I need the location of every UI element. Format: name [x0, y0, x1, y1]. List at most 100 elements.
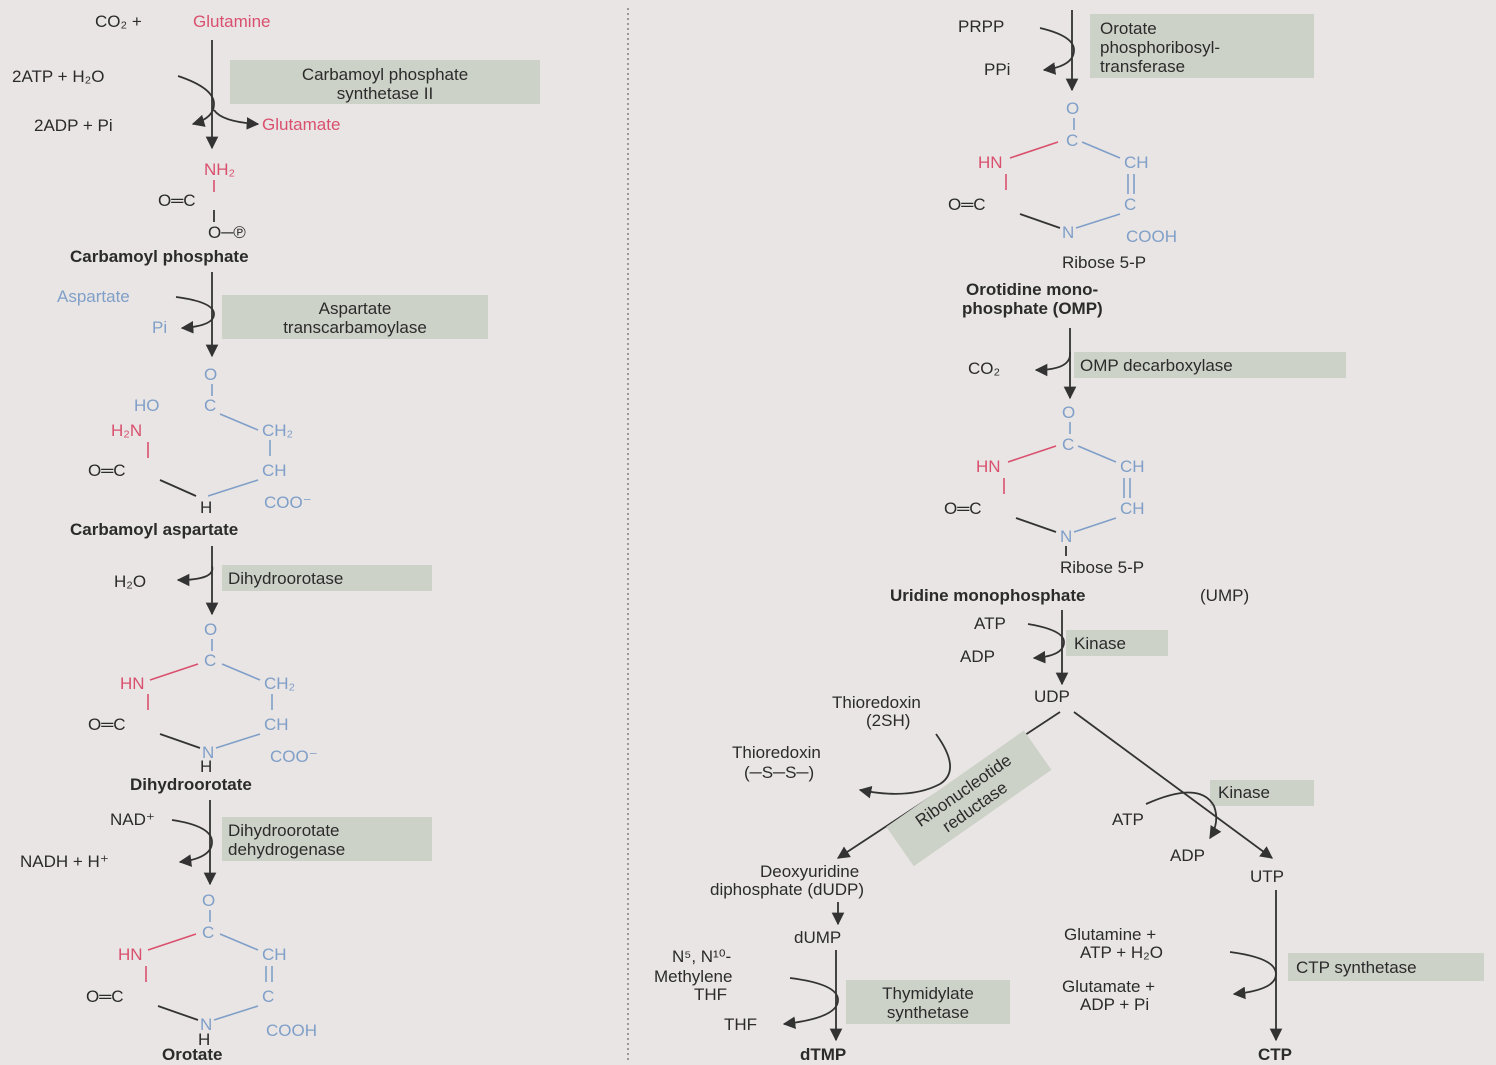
utp-label: UTP — [1250, 867, 1284, 886]
atom-label: O — [1062, 403, 1075, 422]
step-dihydroorotase: Dihydroorotase H₂O — [114, 546, 432, 616]
atom-label: N — [1062, 223, 1074, 242]
side-arrow — [1039, 27, 1075, 75]
carbamoyl-phosphate-structure: NH₂ O═C O─℗ Carbamoyl phosphate — [70, 160, 249, 266]
atom-label: COO⁻ — [264, 493, 312, 512]
atom-label: HN — [978, 153, 1003, 172]
atom-label: CH — [262, 945, 287, 964]
atom-label: HN — [120, 674, 145, 693]
atom-label: Ribose 5-P — [1062, 253, 1146, 272]
side-arrow — [177, 75, 215, 127]
side-arrow — [1027, 623, 1065, 664]
atom-label: O — [202, 891, 215, 910]
atom-label: N — [1060, 527, 1072, 546]
enzyme-name: synthetase II — [337, 84, 433, 103]
enzyme-box — [222, 817, 432, 861]
bond — [1077, 445, 1117, 463]
co2-label: CO₂ + — [95, 12, 142, 31]
thioredoxin-ox: (─S─S─) — [744, 763, 814, 782]
side-arrow — [858, 733, 951, 799]
enzyme-name: phosphoribosyl- — [1100, 38, 1220, 57]
side-arrow — [175, 296, 215, 334]
atom-label: CH — [1124, 153, 1149, 172]
atom-label: CH — [264, 715, 289, 734]
atom-label: O — [204, 365, 217, 384]
bond — [219, 933, 259, 951]
atom-label: O═C — [88, 461, 126, 480]
cofactor-in: N⁵, N¹⁰- — [672, 947, 731, 966]
atom-label: O═C — [158, 191, 196, 210]
atom-label: H — [200, 498, 212, 517]
enzyme-name: transferase — [1100, 57, 1185, 76]
cofactor-in: ATP — [974, 614, 1006, 633]
step-carbamoyl-phosphate-synthetase: CO₂ + Glutamine Carbamoyl phosphate synt… — [12, 12, 540, 150]
atom-label: C — [262, 987, 274, 1006]
enzyme-box — [222, 565, 432, 591]
atom-label: COO⁻ — [270, 747, 318, 766]
enzyme-box — [886, 730, 1052, 867]
atom-label: CH₂ — [264, 674, 295, 693]
dtmp-label: dTMP — [800, 1045, 846, 1064]
thioredoxin-red: (2SH) — [866, 711, 910, 730]
dump-label: dUMP — [794, 928, 841, 947]
dihydroorotate-structure: O C HN CH₂ O═C CH N H COO⁻ Dihydroorotat… — [88, 620, 318, 794]
ctp-label: CTP — [1258, 1045, 1292, 1064]
cofactor-in: Methylene — [654, 967, 732, 986]
cofactor-out: 2ADP + Pi — [34, 116, 113, 135]
ctp-branch: CTP synthetase Glutamine + ATP + H₂O Glu… — [1062, 890, 1484, 1064]
bond — [1007, 445, 1057, 463]
udp-label: UDP — [1034, 687, 1070, 706]
bond — [1073, 517, 1117, 533]
enzyme-name: synthetase — [887, 1003, 969, 1022]
cofactor-out: CO₂ — [968, 359, 1000, 378]
byproduct: Glutamate — [262, 115, 340, 134]
enzyme-name: CTP synthetase — [1296, 958, 1417, 977]
atom-label: H — [200, 757, 212, 776]
cofactor-in: Glutamine + — [1064, 925, 1156, 944]
step-orotate-phosphoribosyltransferase: Orotate phosphoribosyl- transferase PRPP… — [958, 10, 1314, 92]
atom-label: H — [198, 1030, 210, 1049]
molecule-name: phosphate (OMP) — [962, 299, 1103, 318]
carbamoyl-aspartate-structure: O HO C H₂N CH₂ O═C CH H COO⁻ Carbamoyl a… — [70, 365, 312, 539]
enzyme-name: Dihydroorotase — [228, 569, 343, 588]
cofactor-out: ADP — [1170, 846, 1205, 865]
cofactor-in: 2ATP + H₂O — [12, 67, 104, 86]
side-arrow — [176, 565, 214, 587]
bond — [207, 479, 259, 497]
enzyme-name: Dihydroorotate — [228, 821, 340, 840]
molecule-abbr: (UMP) — [1200, 586, 1249, 605]
enzyme-box — [1090, 14, 1314, 78]
enzyme-name: Kinase — [1218, 783, 1270, 802]
atom-label: C — [204, 651, 216, 670]
cofactor-in: ATP + H₂O — [1080, 943, 1163, 962]
atom-label: Ribose 5-P — [1060, 558, 1144, 577]
molecule-name: Carbamoyl phosphate — [70, 247, 249, 266]
enzyme-name: Orotate — [1100, 19, 1157, 38]
bond — [215, 733, 261, 749]
thioredoxin-red: Thioredoxin — [832, 693, 921, 712]
bond — [1015, 517, 1057, 533]
bond — [159, 479, 197, 497]
atom-label: HN — [976, 457, 1001, 476]
thioredoxin-ox: Thioredoxin — [732, 743, 821, 762]
dudp-label: Deoxyuridine — [760, 862, 859, 881]
step-ribonucleotide-reductase: Thioredoxin (2SH) Thioredoxin (─S─S─) Ri… — [732, 693, 1052, 867]
reductase-enzyme-box: Ribonucleotide reductase — [886, 730, 1052, 867]
side-arrow — [782, 977, 839, 1030]
side-arrow — [171, 819, 213, 867]
enzyme-name: OMP decarboxylase — [1080, 356, 1233, 375]
cofactor-out: ADP + Pi — [1080, 995, 1149, 1014]
atom-label: C — [204, 396, 216, 415]
cofactor-in: NAD⁺ — [110, 810, 155, 829]
bond — [1009, 141, 1059, 159]
atom-label: C — [202, 923, 214, 942]
enzyme-box — [1066, 630, 1168, 656]
step-aspartate-transcarbamoylase: Aspartate transcarbamoylase Aspartate Pi — [57, 272, 488, 358]
atom-label: O═C — [86, 987, 124, 1006]
cofactor-out: NADH + H⁺ — [20, 852, 109, 871]
bond — [1019, 213, 1061, 229]
bond — [147, 933, 197, 951]
side-arrow — [1034, 351, 1071, 377]
enzyme-name: Carbamoyl phosphate — [302, 65, 468, 84]
step-kinase-ump: Kinase ATP ADP — [960, 610, 1168, 686]
